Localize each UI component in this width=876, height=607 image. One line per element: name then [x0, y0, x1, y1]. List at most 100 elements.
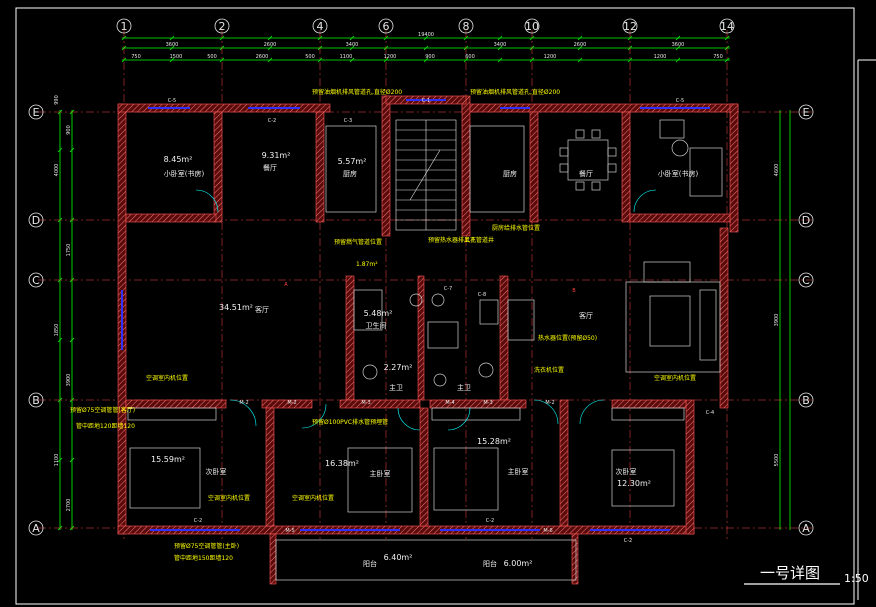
- dimension-tick: [497, 35, 503, 41]
- note: 管中距地150距墙120: [174, 554, 233, 562]
- dimension-lines: [59, 37, 791, 530]
- window-code: C-3: [344, 118, 352, 124]
- dimension-text: 600: [465, 54, 475, 60]
- room-name: 厨房: [343, 169, 357, 178]
- axis-bubbles: [28, 18, 814, 536]
- dimension-tick: [349, 35, 355, 41]
- door-swings: [195, 189, 657, 431]
- marker: A: [284, 282, 288, 288]
- room-area: 6.40m²: [384, 553, 413, 562]
- room-name: 阳台: [363, 559, 377, 568]
- room-area: 5.57m²: [338, 157, 367, 166]
- walls: [117, 95, 739, 585]
- room-labels: 8.45m² 小卧室(书房) 9.31m² 餐厅 5.57m² 厨房 厨房 餐厅…: [151, 151, 698, 568]
- note: 预留油烟机排风管道孔,直径Ø200: [470, 88, 560, 96]
- dimension-text: 2600: [256, 54, 269, 60]
- dimension-text: 900: [66, 125, 72, 135]
- note: 管中距地120距墙120: [76, 422, 135, 430]
- room-name: 主卧室: [370, 469, 391, 478]
- axis-label: 1: [121, 20, 128, 33]
- axis-label: 12: [623, 20, 637, 33]
- dimension-text: 500: [207, 54, 217, 60]
- dimension-tick: [267, 35, 273, 41]
- dimension-text: 1200: [654, 54, 667, 60]
- room-name: 次卧室: [616, 467, 637, 476]
- dimension-tick: [169, 57, 175, 63]
- dimension-tick: [169, 45, 175, 51]
- dimension-text: 1500: [170, 54, 183, 60]
- dimension-tick: [675, 35, 681, 41]
- axis-labels-left: E D C B A: [32, 106, 40, 535]
- note: 预留热水器排风孔: [428, 236, 476, 244]
- axis-label: B: [802, 394, 810, 407]
- dimension-tick: [577, 35, 583, 41]
- dimension-text: 2600: [574, 42, 587, 48]
- dimension-tick: [169, 35, 175, 41]
- dimension-text: 4600: [774, 164, 780, 177]
- dining-table: [567, 139, 609, 181]
- dimension-tick: [317, 57, 323, 63]
- dimension-tick: [423, 45, 429, 51]
- dimension-text: 2700: [66, 499, 72, 512]
- door-code: M-4: [445, 400, 454, 406]
- note: 预留燃气管道位置: [334, 238, 382, 246]
- room-name: 客厅: [255, 305, 269, 314]
- component-codes: C-5 C-2 C-1 C-3 C-5 M-2 M-2 M-3 M-4 M-3 …: [168, 98, 714, 544]
- door-code: M-2: [287, 400, 296, 406]
- dimension-text: 990: [54, 95, 60, 105]
- room-area: 9.31m²: [262, 151, 291, 160]
- dimension-tick: [675, 45, 681, 51]
- window-code: C-2: [194, 518, 202, 524]
- room-name: 主卫: [457, 383, 471, 392]
- axis-label: 10: [525, 20, 539, 33]
- room-name: 厨房: [503, 169, 517, 178]
- dimension-tick: [349, 57, 355, 63]
- dimension-tick: [577, 57, 583, 63]
- dimension-tick: [349, 45, 355, 51]
- dimension-text: 3600: [672, 42, 685, 48]
- window-code: C-8: [478, 292, 486, 298]
- dimension-text: 3900: [774, 314, 780, 327]
- windows: [121, 99, 710, 531]
- dimension-text: 1200: [384, 54, 397, 60]
- door-code: M-3: [361, 400, 370, 406]
- door-code: M-2: [545, 400, 554, 406]
- dimension-text: 750: [713, 54, 723, 60]
- window-code: C-2: [268, 118, 276, 124]
- door-code: M-3: [483, 400, 492, 406]
- dimension-tick: [627, 57, 633, 63]
- axis-label: 8: [463, 20, 470, 33]
- note: 热水器位置(预留Ø50): [538, 334, 597, 342]
- axis-label: D: [802, 214, 810, 227]
- dimension-text: 1850: [54, 324, 60, 337]
- dimension-ticks-left: [57, 109, 75, 531]
- bed: [433, 447, 499, 511]
- dimension-tick: [383, 57, 389, 63]
- dimension-tick: [267, 57, 273, 63]
- axis-labels-right: E D C B A: [802, 106, 810, 535]
- dimension-text: 1750: [66, 244, 72, 257]
- dimension-text: 3400: [346, 42, 359, 48]
- note: 空调室内机位置: [146, 374, 188, 382]
- dimension-tick: [423, 57, 429, 63]
- dimension-tick: [69, 147, 75, 153]
- dimension-tick: [121, 57, 127, 63]
- marker: B: [572, 288, 576, 294]
- window-code: C-2: [486, 518, 494, 524]
- room-name: 小卧室(书房): [658, 169, 699, 178]
- note: 空调室内机位置: [654, 374, 696, 382]
- dimension-text: 750: [131, 54, 141, 60]
- room-name: 主卧室: [508, 467, 529, 476]
- room-area: 16.38m²: [325, 459, 359, 468]
- dimension-text: 3900: [66, 374, 72, 387]
- room-area: 2.27m²: [384, 363, 413, 372]
- dimension-tick: [463, 57, 469, 63]
- dimension-tick: [57, 147, 63, 153]
- note: 1.87m²: [356, 261, 378, 268]
- dimension-text: 4000: [54, 164, 60, 177]
- axis-label: 4: [317, 20, 324, 33]
- room-name: 卫生间: [366, 321, 387, 330]
- axis-label: A: [32, 522, 40, 535]
- room-name: 餐厅: [579, 169, 593, 178]
